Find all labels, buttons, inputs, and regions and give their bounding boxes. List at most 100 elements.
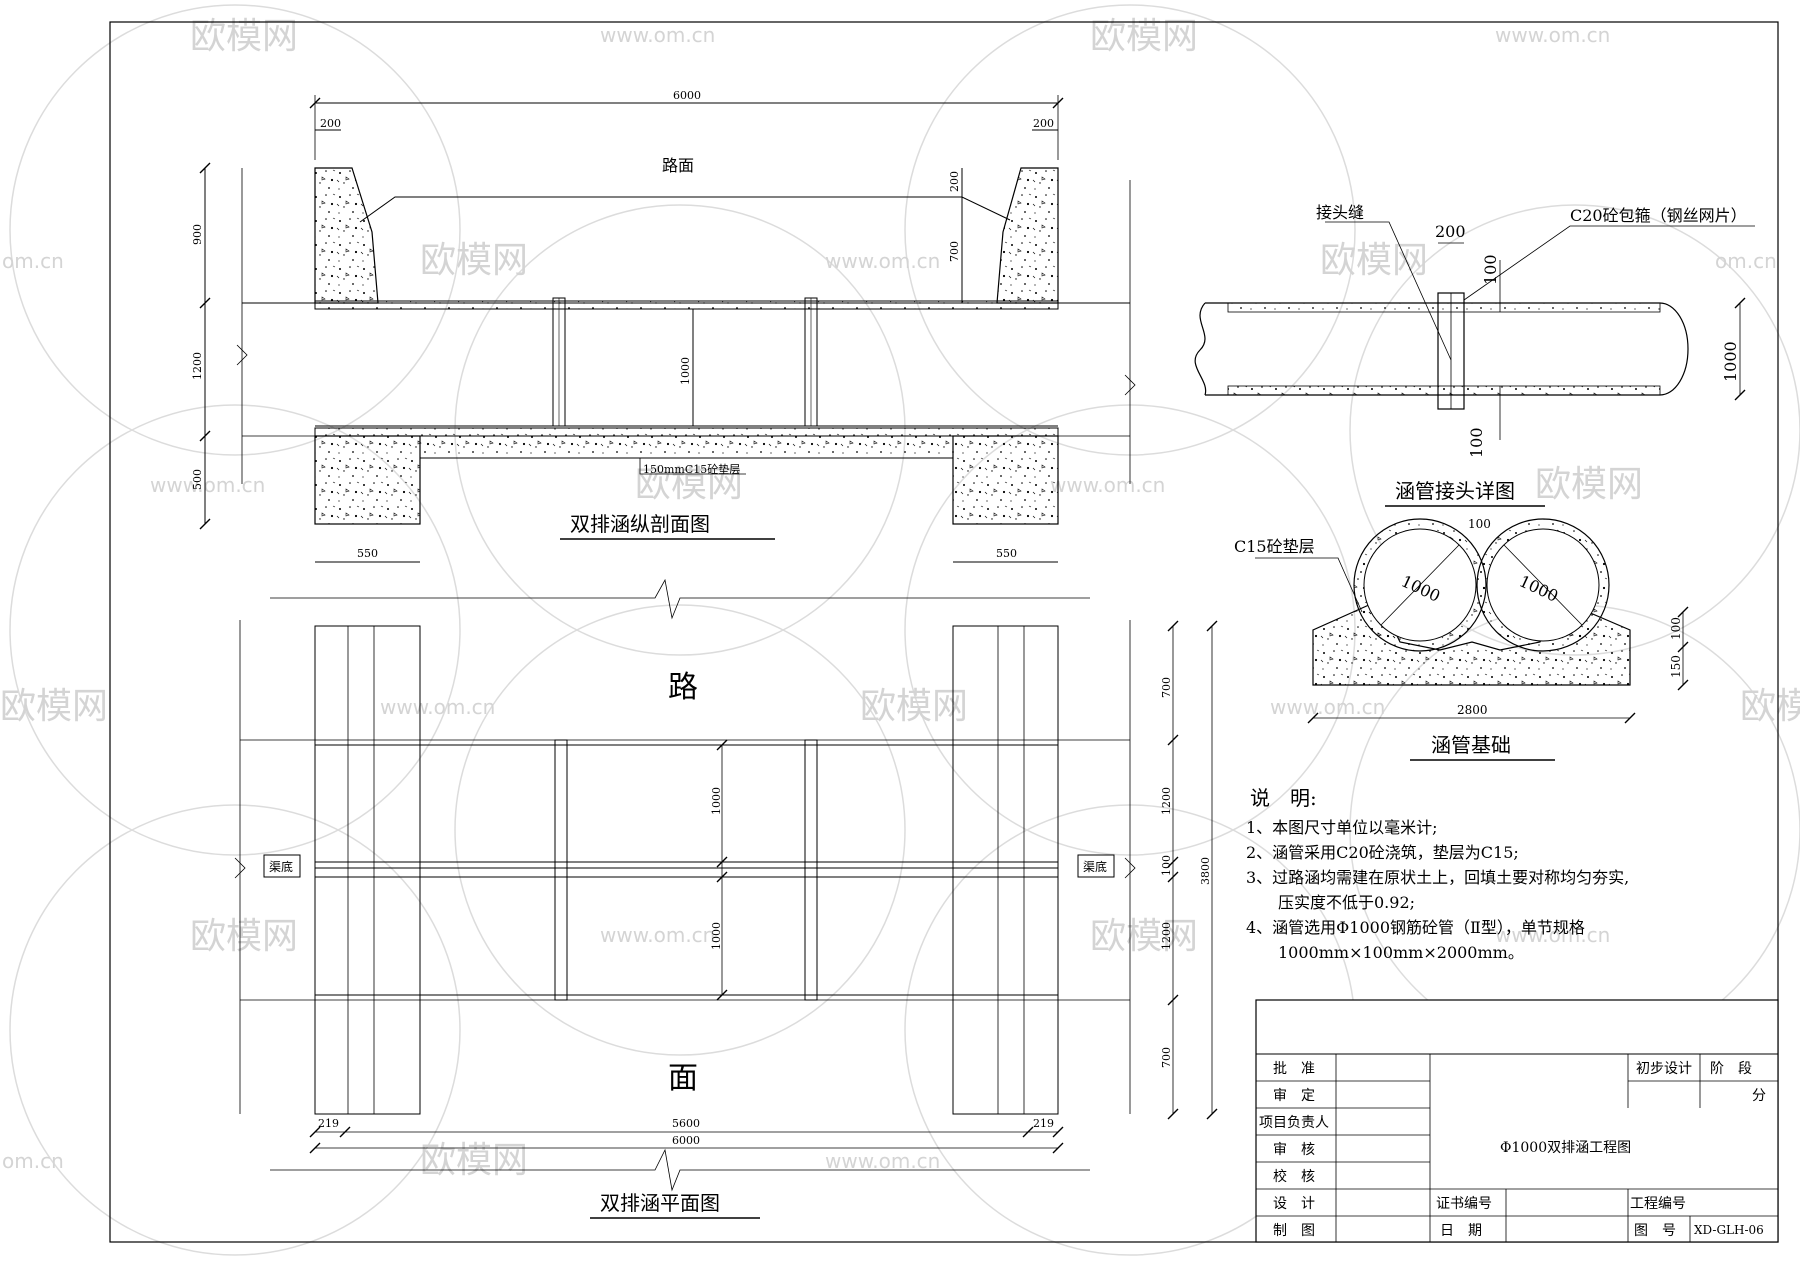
dim-inner-width: 5600 — [672, 1117, 700, 1130]
cushion-note: 150mmC15砼垫层 — [643, 462, 740, 476]
joint-detail-title: 涵管接头详图 — [1395, 479, 1515, 503]
pipe-foundation: 1000 1000 100 C15砼垫层 100 150 2800 涵管基础 — [1234, 517, 1689, 761]
canal-bottom-right: 渠底 — [1083, 859, 1107, 874]
note-item-5: 4、涵管选用Φ1000钢筋砼管（Ⅱ型），单节规格 — [1246, 918, 1585, 937]
tb-date-label: 日 期 — [1440, 1223, 1482, 1239]
watermark-brand: 欧模网 — [1320, 240, 1428, 281]
cushion-label: C15砼垫层 — [1234, 537, 1315, 556]
watermark-url: www.om.cn — [380, 695, 495, 719]
watermark-url: www.om.cn — [825, 249, 940, 273]
note-item-6: 1000mm×100mm×2000mm。 — [1246, 943, 1524, 962]
tb-stage-label: 阶 段 — [1710, 1061, 1752, 1077]
tb-row-review: 审 核 — [1273, 1142, 1315, 1158]
joint-dim-width: 200 — [1435, 222, 1466, 241]
note-item-2: 2、涵管采用C20砼浇筑，垫层为C15; — [1246, 843, 1519, 862]
watermark-brand: 欧模网 — [1090, 16, 1198, 57]
drawing-frame — [109, 21, 1779, 1243]
watermark-short: om.cn — [1715, 249, 1777, 273]
foundation-dim-h100: 100 — [1669, 617, 1683, 640]
dim-seg-1200-a: 1200 — [1160, 787, 1173, 815]
watermark-brand: 欧模网 — [860, 686, 968, 727]
joint-detail: 接头缝 C20砼包箍（钢丝网片） 200 100 100 1000 涵管接头详图 — [1194, 203, 1755, 507]
dim-seg-700-top: 700 — [1160, 677, 1173, 698]
foundation-dim-h150: 150 — [1669, 655, 1683, 678]
tb-row-check: 校 核 — [1273, 1168, 1315, 1185]
joint-dim-top: 100 — [1481, 254, 1500, 285]
dim-seg-100: 100 — [1160, 855, 1173, 876]
watermark-url: www.om.cn — [1050, 473, 1165, 497]
watermark-brand: 欧模网 — [1535, 464, 1643, 505]
watermark-brand: 欧模网 — [420, 1140, 528, 1181]
foundation-dim-top: 100 — [1468, 517, 1491, 531]
dim-foot-right: 550 — [996, 547, 1017, 560]
watermark-url: www.om.cn — [600, 923, 715, 947]
tb-row-draft: 制 图 — [1273, 1223, 1315, 1239]
watermark-url: www.om.cn — [1495, 923, 1610, 947]
road-label-top: 路 — [668, 670, 698, 705]
foundation-dim-width: 2800 — [1457, 703, 1488, 717]
dim-total-width: 6000 — [672, 1134, 700, 1147]
tb-part-label: 分 — [1752, 1088, 1766, 1104]
dim-pipe-dia: 1000 — [679, 357, 692, 385]
joint-seam-label: 接头缝 — [1316, 203, 1364, 222]
dim-wall-top-right: 200 — [1033, 117, 1054, 130]
notes: 说 明: 1、本图尺寸单位以毫米计; 2、涵管采用C20砼浇筑，垫层为C15; … — [1246, 786, 1629, 962]
watermark-brand: 欧模网 — [190, 16, 298, 57]
tb-drawing-name: Φ1000双排涵工程图 — [1500, 1140, 1631, 1156]
tb-drawing-no: XD-GLH-06 — [1694, 1223, 1764, 1237]
plan-view-title: 双排涵平面图 — [600, 1191, 720, 1215]
joint-dim-bottom: 100 — [1467, 427, 1486, 458]
dim-pipe-a: 1000 — [710, 787, 723, 815]
tb-project-no-label: 工程编号 — [1630, 1196, 1686, 1212]
dim-height-fill: 900 — [191, 224, 204, 245]
watermark-brand: 欧模网 — [1740, 686, 1800, 727]
tb-row-authorize: 审 定 — [1273, 1088, 1315, 1104]
dim-edge-right: 219 — [1033, 1117, 1054, 1130]
dim-seg-1200-b: 1200 — [1160, 922, 1173, 950]
watermark-brand: 欧模网 — [420, 240, 528, 281]
dim-height-base: 500 — [191, 469, 204, 490]
notes-heading: 说 明: — [1250, 786, 1317, 810]
tb-cert-label: 证书编号 — [1436, 1196, 1492, 1212]
section-view: 6000 200 200 路面 1000 — [191, 89, 1136, 563]
watermark-short: om.cn — [2, 1149, 64, 1173]
note-item-4: 压实度不低于0.92; — [1246, 893, 1415, 912]
watermark-url: www.om.cn — [150, 473, 265, 497]
section-view-title: 双排涵纵剖面图 — [570, 512, 710, 536]
dim-foot-left: 550 — [357, 547, 378, 560]
dim-total-height: 3800 — [1199, 857, 1212, 885]
note-item-3: 3、过路涵均需建在原状土上，回填土要对称均匀夯实, — [1246, 868, 1629, 887]
watermark-short: om.cn — [2, 249, 64, 273]
tb-stage-value: 初步设计 — [1636, 1060, 1692, 1077]
dim-top-700: 700 — [948, 241, 961, 262]
joint-dim-dia: 1000 — [1721, 341, 1740, 382]
watermark-url: www.om.cn — [600, 23, 715, 47]
foundation-title: 涵管基础 — [1431, 733, 1511, 757]
dim-top-200: 200 — [948, 171, 961, 192]
plan-view: 1000 1000 路 面 渠底 渠底 700 1200 100 1200 70… — [234, 578, 1218, 1219]
dim-total-length: 6000 — [673, 89, 701, 102]
dim-wall-top-left: 200 — [320, 117, 341, 130]
road-label-bottom: 面 — [668, 1061, 698, 1096]
watermark-brand: 欧模网 — [1090, 916, 1198, 957]
canal-bottom-left: 渠底 — [269, 859, 293, 874]
watermark-brand: 欧模网 — [635, 464, 743, 505]
band-label: C20砼包箍（钢丝网片） — [1570, 206, 1747, 225]
title-block: 批 准 审 定 项目负责人 审 核 校 核 设 计 制 图 初步设计 阶 段 分… — [1255, 999, 1779, 1243]
tb-row-approve: 批 准 — [1273, 1061, 1315, 1077]
dim-edge-left: 219 — [318, 1117, 339, 1130]
tb-row-project-lead: 项目负责人 — [1259, 1115, 1329, 1131]
road-surface-label: 路面 — [662, 156, 694, 175]
watermark-brand: 欧模网 — [0, 686, 108, 727]
dim-pipe-b: 1000 — [710, 922, 723, 950]
tb-drawing-no-label: 图 号 — [1634, 1223, 1676, 1239]
watermark-url: www.om.cn — [1270, 695, 1385, 719]
dim-seg-700-bot: 700 — [1160, 1047, 1173, 1068]
watermark-brand: 欧模网 — [190, 916, 298, 957]
watermark-url: www.om.cn — [825, 1149, 940, 1173]
note-item-1: 1、本图尺寸单位以毫米计; — [1246, 818, 1438, 837]
dim-height-pipe: 1200 — [191, 352, 204, 380]
tb-row-design: 设 计 — [1273, 1196, 1315, 1212]
watermark-url: www.om.cn — [1495, 23, 1610, 47]
